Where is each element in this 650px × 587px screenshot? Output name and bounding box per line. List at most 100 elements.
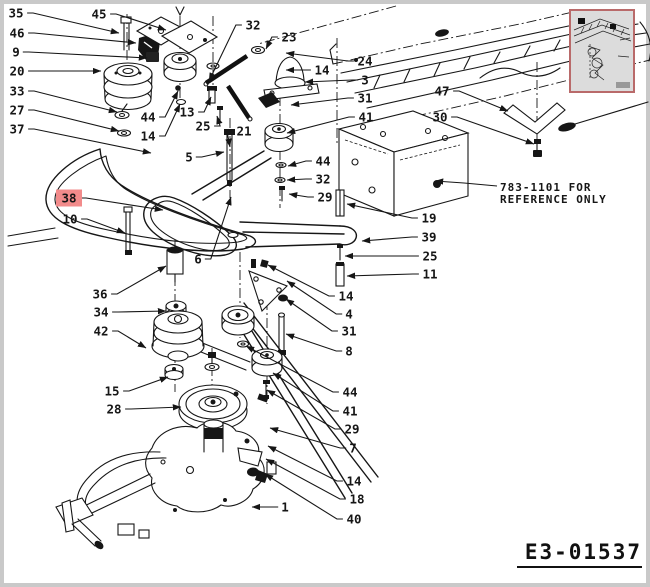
- reference-note: 783-1101 FOR REFERENCE ONLY: [434, 178, 607, 206]
- callout-6: 6: [194, 196, 232, 267]
- svg-text:29: 29: [317, 190, 332, 205]
- bolt-10: [123, 206, 133, 255]
- svg-text:41: 41: [342, 404, 357, 419]
- v-idler-41-top: [264, 122, 294, 202]
- callout-3: 3: [304, 73, 369, 88]
- callout-45: 45: [91, 7, 167, 31]
- svg-text:40: 40: [346, 512, 361, 527]
- reference-thumbnail: [569, 9, 635, 93]
- callout-21: 21: [225, 124, 252, 148]
- transaxle: [55, 419, 277, 550]
- callout-25: 25: [195, 115, 223, 134]
- callout-32: 32: [286, 172, 331, 187]
- svg-text:14: 14: [338, 289, 353, 304]
- callout-34: 34: [93, 305, 167, 320]
- idler-pivot-hardware: [206, 62, 235, 186]
- callout-28: 28: [106, 402, 182, 417]
- callout-23: 23: [265, 30, 297, 50]
- callout-37: 37: [9, 122, 152, 155]
- center-spindle-assembly: [151, 246, 220, 381]
- svg-text:36: 36: [92, 287, 107, 302]
- callout-14: 14: [267, 264, 354, 304]
- callout-5: 5: [185, 150, 225, 165]
- svg-text:5: 5: [185, 150, 193, 165]
- svg-text:14: 14: [346, 474, 361, 489]
- svg-text:1: 1: [281, 500, 289, 515]
- svg-text:14: 14: [314, 63, 329, 78]
- callout-8: 8: [285, 333, 353, 359]
- svg-text:37: 37: [9, 122, 24, 137]
- callout-32: 32: [208, 18, 261, 82]
- callout-41: 41: [286, 110, 374, 135]
- svg-text:44: 44: [140, 110, 155, 125]
- reference-note-line2: REFERENCE ONLY: [500, 193, 607, 206]
- svg-text:9: 9: [12, 45, 20, 60]
- callout-44: 44: [287, 154, 331, 169]
- svg-text:24: 24: [357, 54, 372, 69]
- callout-20: 20: [9, 64, 102, 79]
- svg-text:44: 44: [342, 385, 357, 400]
- callout-33: 33: [9, 84, 118, 114]
- callout-31: 31: [290, 91, 373, 108]
- svg-text:11: 11: [422, 267, 437, 282]
- svg-text:18: 18: [349, 492, 364, 507]
- svg-text:35: 35: [8, 6, 23, 21]
- callout-41: 41: [272, 372, 358, 419]
- callout-14: 14: [140, 103, 181, 144]
- flat-idler-pulley-mid: [221, 305, 255, 336]
- svg-text:10: 10: [62, 212, 77, 227]
- callout-14: 14: [267, 445, 362, 489]
- callout-42: 42: [93, 324, 147, 349]
- highlight-box: [56, 189, 82, 207]
- callout-9: 9: [12, 45, 148, 61]
- svg-text:38: 38: [61, 191, 76, 206]
- callout-14: 14: [285, 63, 330, 78]
- callout-39: 39: [361, 230, 437, 245]
- callout-7: 7: [269, 427, 357, 456]
- svg-text:25: 25: [195, 119, 210, 134]
- svg-text:23: 23: [281, 30, 296, 45]
- callout-27: 27: [9, 103, 120, 133]
- callout-4: 4: [286, 280, 353, 322]
- drawing-number: E3-01537: [517, 540, 642, 568]
- callout-1: 1: [251, 500, 289, 515]
- svg-text:8: 8: [345, 344, 353, 359]
- callout-18: 18: [265, 458, 365, 507]
- callout-11: 11: [346, 267, 438, 282]
- svg-text:32: 32: [315, 172, 330, 187]
- callout-47: 47: [434, 84, 509, 112]
- svg-text:21: 21: [236, 124, 251, 139]
- deck-bracket-47: [503, 62, 649, 157]
- svg-text:32: 32: [245, 18, 260, 33]
- svg-text:31: 31: [341, 324, 356, 339]
- callout-36: 36: [92, 265, 167, 302]
- triangle-bracket-4: [227, 231, 288, 313]
- callout-30: 30: [432, 110, 535, 145]
- svg-text:34: 34: [93, 305, 108, 320]
- callout-40: 40: [264, 473, 362, 527]
- svg-text:13: 13: [179, 105, 194, 120]
- callout-10: 10: [62, 212, 126, 234]
- svg-text:29: 29: [344, 422, 359, 437]
- callout-44: 44: [140, 90, 179, 125]
- engagement-frame-19: [335, 110, 470, 287]
- callout-29: 29: [266, 389, 360, 437]
- svg-text:44: 44: [315, 154, 330, 169]
- svg-text:25: 25: [422, 249, 437, 264]
- callout-25: 25: [344, 249, 438, 264]
- svg-text:4: 4: [345, 307, 353, 322]
- svg-text:42: 42: [93, 324, 108, 339]
- svg-text:19: 19: [421, 211, 436, 226]
- svg-text:14: 14: [140, 129, 155, 144]
- svg-text:20: 20: [9, 64, 24, 79]
- svg-text:41: 41: [358, 110, 373, 125]
- callout-38: 38: [56, 189, 164, 212]
- callout-44: 44: [245, 345, 358, 400]
- callout-24: 24: [285, 50, 373, 69]
- svg-text:47: 47: [434, 84, 449, 99]
- svg-text:27: 27: [9, 103, 24, 118]
- drawing-number-text: E3-01537: [525, 540, 642, 564]
